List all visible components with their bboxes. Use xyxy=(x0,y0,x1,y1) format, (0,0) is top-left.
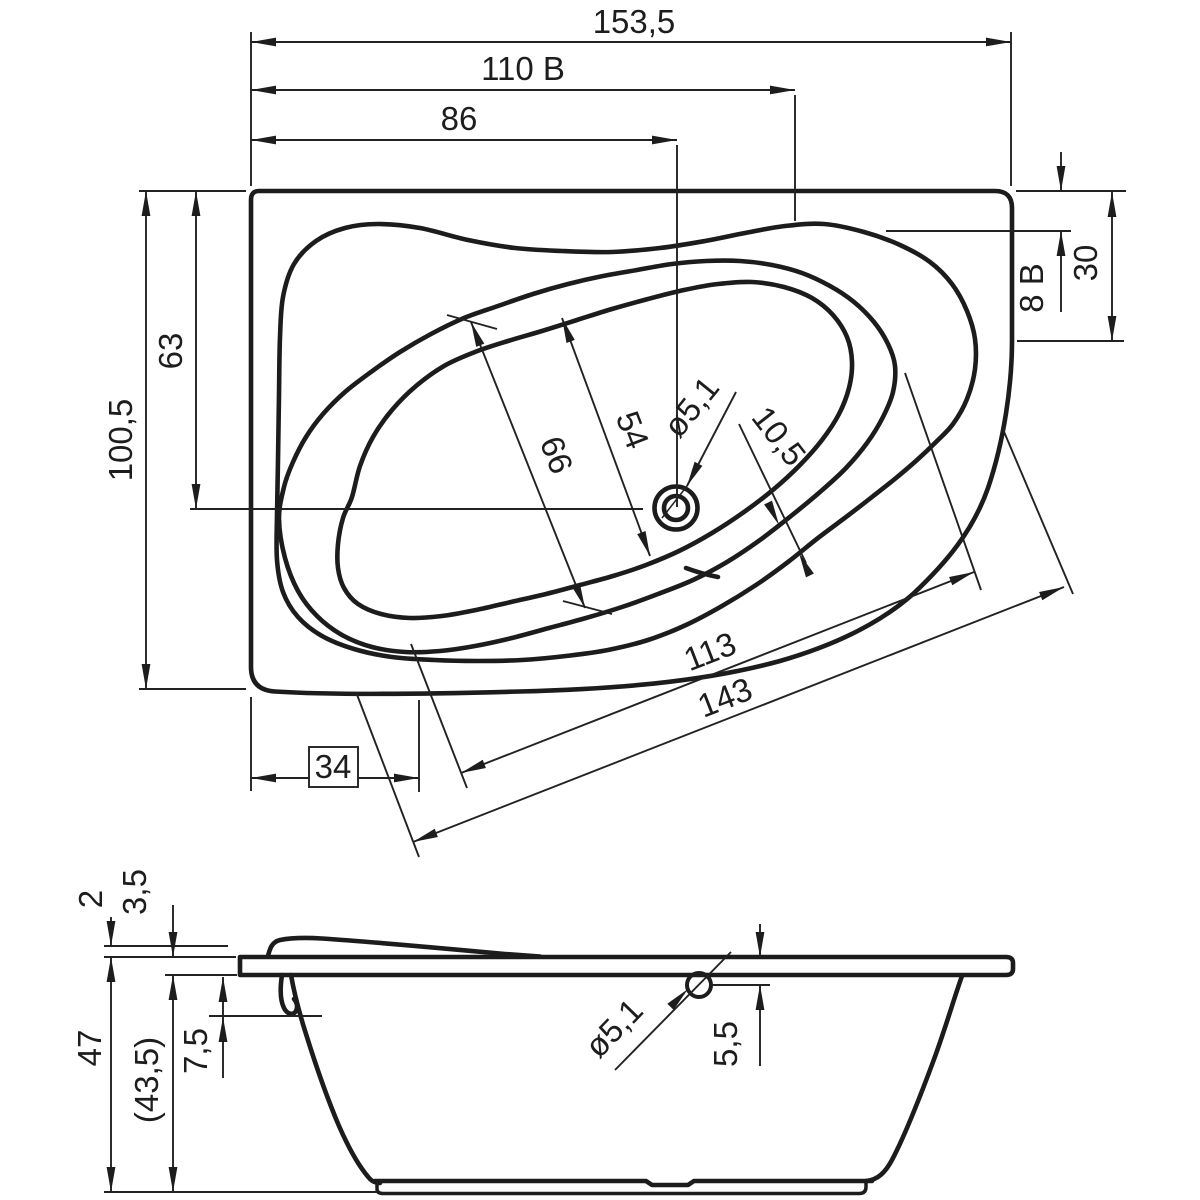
dim-label: 153,5 xyxy=(593,3,676,40)
dim-arrowhead xyxy=(106,957,116,982)
dim-label: 3,5 xyxy=(116,869,153,915)
dim-arrowhead xyxy=(413,828,438,842)
dim-10-5 xyxy=(738,423,807,564)
dim-arrowhead xyxy=(571,583,585,608)
ext-line xyxy=(355,691,420,858)
dim-66 xyxy=(470,321,586,609)
dim-arrowhead xyxy=(949,572,974,586)
dim-arrowhead xyxy=(168,932,178,957)
dim-arrowhead xyxy=(141,191,151,216)
dim-arrowhead xyxy=(687,461,703,486)
side-floor xyxy=(372,1178,875,1188)
dim-arrowhead xyxy=(191,191,201,216)
dim-label: 30 xyxy=(1067,245,1104,282)
dim-arrowhead xyxy=(106,1167,116,1192)
dim-label: ø5,1 xyxy=(577,991,649,1064)
dim-label: 2 xyxy=(72,890,109,908)
dim-arrowhead xyxy=(1107,316,1117,341)
drain-inner-circle xyxy=(661,493,691,523)
dim-arrowhead xyxy=(141,664,151,689)
basin-floor-oval xyxy=(335,279,855,621)
dim-arrowhead xyxy=(471,322,485,347)
dim-arrowhead xyxy=(168,975,178,1000)
dim-label: 7,5 xyxy=(177,1028,214,1074)
dim-54 xyxy=(561,317,651,557)
side-left-wall xyxy=(288,972,383,1186)
side-right-wall xyxy=(863,973,965,1184)
dim-label: 66 xyxy=(533,431,581,479)
dim-label: 86 xyxy=(441,100,478,137)
dim-arrowhead xyxy=(986,37,1011,47)
dim-arrowhead xyxy=(1107,192,1117,217)
dim-arrowhead xyxy=(562,318,575,343)
dim-arrowhead xyxy=(251,135,276,145)
dim-label: 54 xyxy=(609,406,657,454)
dim-arrowhead xyxy=(1039,587,1064,601)
drain-outer-circle xyxy=(652,484,700,532)
dim-label: 47 xyxy=(71,1030,108,1067)
dim-label: 8 B xyxy=(1013,263,1050,313)
ext-line xyxy=(562,600,613,615)
dim-label: 100,5 xyxy=(102,399,139,482)
dim-arrowhead xyxy=(218,977,228,1002)
dim-arrowhead xyxy=(764,500,779,525)
dim-label: (43,5) xyxy=(128,1037,165,1123)
side-deck xyxy=(237,954,1016,978)
basin-rim-oval xyxy=(276,258,898,655)
dim-label: 5,5 xyxy=(707,1021,744,1067)
side-foot xyxy=(375,1181,868,1196)
dim-arrowhead xyxy=(251,773,276,783)
dim-arrowhead xyxy=(106,921,116,946)
rim-contour xyxy=(274,221,979,664)
dim-arrowhead xyxy=(191,484,201,509)
ext-line xyxy=(410,643,468,789)
dim-arrowhead xyxy=(1056,166,1066,191)
dim-arrowhead xyxy=(394,773,419,783)
dim-arrowhead xyxy=(770,85,795,95)
side-drain-leader xyxy=(614,951,732,1071)
dim-arrowhead xyxy=(168,1167,178,1192)
dim-arrowhead xyxy=(755,985,765,1010)
dim-arrowhead xyxy=(1056,231,1066,256)
dim-arrowhead xyxy=(251,37,276,47)
dim-arrowhead xyxy=(667,989,688,1010)
dim-arrowhead xyxy=(251,85,276,95)
dim-arrowhead xyxy=(755,932,765,957)
dim-arrowhead xyxy=(637,531,650,556)
dim-113 xyxy=(460,571,975,774)
dim-label: 34 xyxy=(315,748,352,785)
dim-143 xyxy=(412,586,1065,843)
ext-line xyxy=(446,314,498,330)
dim-arrowhead xyxy=(218,1017,228,1042)
contour-detail-dash xyxy=(683,565,721,580)
ext-line xyxy=(1001,426,1074,595)
dim-label: 63 xyxy=(152,333,189,370)
dim-arrowhead xyxy=(461,759,486,773)
dim-label: 110 B xyxy=(481,50,565,87)
dim-arrowhead xyxy=(652,135,677,145)
side-backrest-hump xyxy=(265,935,543,959)
dim-34-box xyxy=(308,746,359,788)
plan-outline xyxy=(248,188,1015,697)
dim-arrowhead xyxy=(799,553,814,578)
drain-leader-tail xyxy=(661,485,688,519)
ext-line xyxy=(904,372,982,591)
